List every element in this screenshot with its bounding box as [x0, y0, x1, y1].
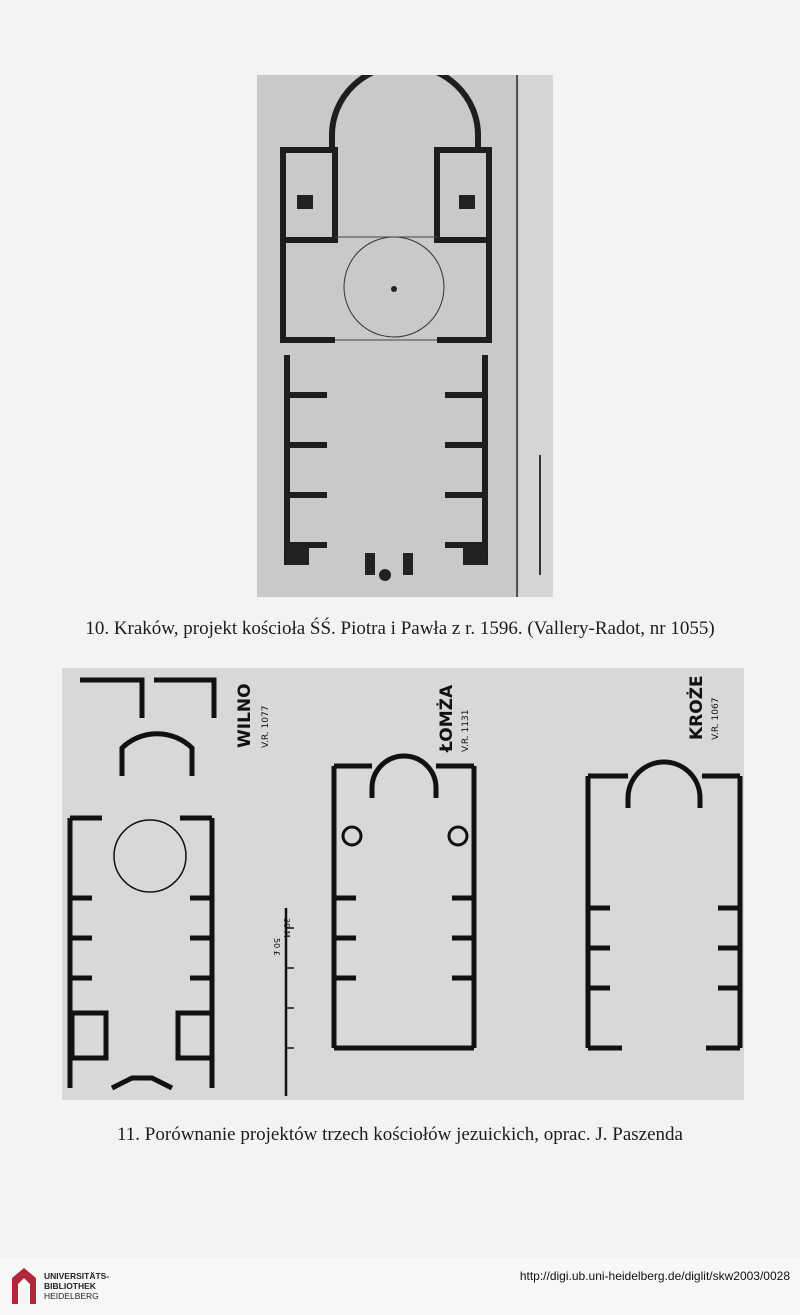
plan-label-kroze: KROŻE: [685, 675, 707, 740]
figure-11-caption: 11. Porównanie projektów trzech kościołó…: [117, 1124, 683, 1145]
scale-label-bottom: 30 M: [282, 918, 291, 938]
scale-label-top: 50 £: [272, 938, 281, 956]
plan-ref-lomza: V.R. 1131: [461, 710, 471, 752]
library-logo-text: UNIVERSITÄTS- BIBLIOTHEK HEIDELBERG: [44, 1271, 110, 1301]
scale-bar: [284, 908, 294, 1096]
plan-lomza: [331, 753, 477, 1051]
figure-10-caption: 10. Kraków, projekt kościoła ŚŚ. Piotra …: [85, 618, 715, 639]
plan-label-wilno: WILNO: [235, 683, 255, 748]
heidelberg-library-logo-icon: [12, 1268, 36, 1304]
figure-10-plan-image: [257, 62, 553, 597]
plan-ref-wilno: V.R. 1077: [261, 706, 271, 748]
source-url[interactable]: http://digi.ub.uni-heidelberg.de/diglit/…: [519, 1269, 790, 1283]
figure-11-plans-image: WILNO V.R. 1077 ŁOMŻA V.R. 1131 KROŻE V.…: [62, 668, 744, 1100]
plan-wilno: [67, 677, 217, 1091]
plan-label-lomza: ŁOMŻA: [435, 684, 457, 753]
plan-ref-kroze: V.R. 1067: [711, 698, 721, 740]
digitization-footer: [0, 1258, 800, 1315]
plan-kroze: [585, 759, 743, 1051]
